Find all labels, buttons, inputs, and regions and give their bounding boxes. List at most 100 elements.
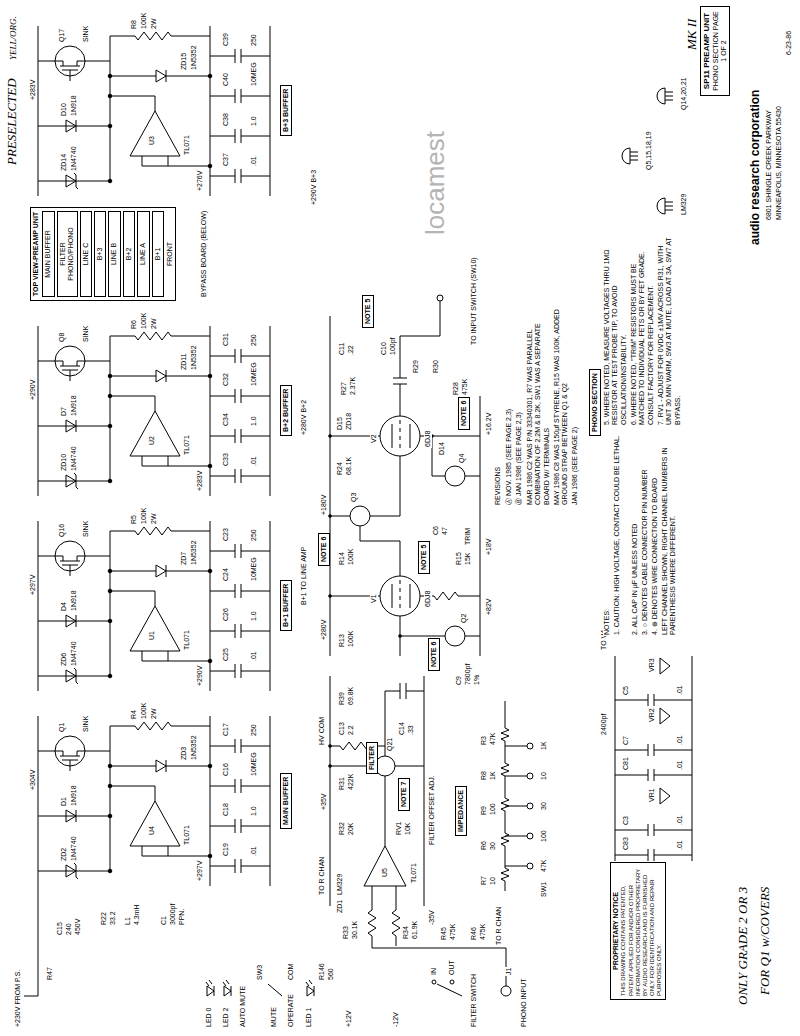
component-label: 1N4740 — [70, 145, 78, 172]
schematic-label: HV COM — [318, 716, 326, 746]
note-text: 4. ⊕ DENOTES WIRE CONNECTION TO BOARD — [651, 434, 659, 636]
schematic-label: R24 — [336, 461, 344, 476]
component-label: Q16 — [58, 523, 66, 538]
title-text: MK II — [684, 18, 700, 51]
component-label: C23 — [222, 527, 230, 542]
layout-cell: B+2 — [123, 211, 135, 297]
component-label: SINK — [82, 715, 90, 733]
component-label: .01 — [250, 845, 258, 857]
schematic-label: PHONO INPUT — [520, 977, 528, 1028]
component-label: C39 — [222, 32, 230, 47]
schematic-label: R8 — [480, 770, 488, 781]
component-label: 2W — [150, 18, 158, 31]
layout-cell: LINE C — [80, 211, 92, 297]
schematic-label: 2.2 — [347, 724, 355, 736]
box-heading: LINE B — [110, 215, 118, 293]
title-text: 6-23-86 — [785, 30, 793, 56]
component-label: U4 — [148, 825, 156, 836]
box-body: THIS DRAWING CONTAINS PATENTED, PATENT A… — [620, 866, 663, 996]
company-name: audio research corporation — [748, 89, 762, 246]
schematic-label: R47 — [46, 966, 54, 981]
schematic-label: R146 — [318, 962, 326, 981]
box-heading: MAIN BUFFER — [44, 215, 52, 293]
component-label: 100K — [140, 312, 148, 330]
layout-box: TOP VIEW-PREAMP UNITMAIN BUFFERFILTER PH… — [30, 207, 176, 301]
component-label: C34 — [222, 412, 230, 427]
component-label: Q8 — [58, 332, 66, 343]
schematic-label: V1 — [370, 593, 378, 604]
schematic-label: R27 — [340, 381, 348, 396]
note-text: 5. WHERE NOTED, MEASURE VOLTAGES THRU 1M… — [603, 234, 628, 426]
note-flag: NOTE 7 — [398, 778, 410, 811]
schematic-label: R14 — [338, 551, 346, 566]
component-label: C25 — [222, 647, 230, 662]
schematic-label: -35V — [428, 909, 436, 926]
schematic-label: .22 — [347, 344, 355, 356]
box-heading: NOTE 6 — [430, 642, 438, 667]
note-text: 1. CAUTION: HIGH VOLTAGE, CONTACT COULD … — [613, 434, 621, 636]
schematic-label: 61.9K — [411, 920, 419, 940]
component-label: ZD7 — [180, 551, 188, 566]
component-label: +283V — [196, 470, 204, 492]
schematic-label: .01 — [676, 839, 684, 851]
schematic-label: TO INPUT SWITCH (SW10) — [470, 256, 478, 346]
note-text: MAY 1986 C8 WAS 150µf STYRENE, R15 WAS 1… — [553, 304, 570, 506]
component-label: C37 — [222, 152, 230, 167]
component-label: D1 — [60, 796, 68, 807]
schematic-label: FILTER OFFSET ADJ. — [428, 774, 436, 846]
box-heading: B+1 BUFFER — [282, 584, 290, 627]
schematic-label: 10 — [540, 771, 548, 781]
component-label: 1N918 — [70, 394, 78, 417]
component-label: SINK — [82, 25, 90, 43]
watermark: locamest — [420, 130, 451, 236]
schematic-label: 6DJ8 — [424, 590, 432, 608]
component-label: TL071 — [183, 434, 191, 456]
schematic-label: 475K — [479, 923, 487, 941]
component-label: C31 — [222, 332, 230, 347]
schematic-label: C9 — [455, 675, 463, 686]
schematic-label: MUTE — [270, 1006, 278, 1028]
schematic-label: AUTO MUTE — [239, 985, 247, 1028]
schematic-label: 20K — [347, 822, 355, 836]
component-label: C33 — [222, 452, 230, 467]
note-text: NOTES: — [603, 608, 611, 636]
schematic-label: 1K — [540, 740, 548, 751]
schematic-label: R33 — [342, 925, 350, 940]
component-label: .01 — [250, 155, 258, 167]
schematic-label: R3 — [480, 735, 488, 746]
schematic-label: R45 — [440, 926, 448, 941]
note-flag: NOTE 5 — [362, 295, 374, 328]
component-label: C18 — [222, 802, 230, 817]
schematic-label: C10 — [380, 341, 388, 356]
schematic-label: ZD18 — [345, 412, 353, 431]
schematic-label: LED 0 — [205, 1007, 213, 1028]
schematic-label: C5 — [622, 685, 630, 696]
box-heading: FILTER PHONO/PHONO — [59, 215, 76, 293]
note-flag: NOTE 5 — [418, 541, 430, 574]
schematic-label: R31 — [338, 776, 346, 791]
schematic-label: 100K — [347, 630, 355, 648]
component-label: +283V — [29, 79, 37, 101]
schematic-label: R39 — [338, 691, 346, 706]
schematic-label: 10K — [404, 822, 412, 836]
note-text: 3. ○ DENOTES CABLE CONNECTOR PIN NUMBER — [641, 434, 649, 636]
schematic-label: VR3 — [648, 657, 656, 673]
component-label: +297V — [29, 574, 37, 596]
section-label: B+2 BUFFER — [280, 385, 292, 436]
schematic-label: C11 — [338, 342, 346, 356]
schematic-label: R22 — [100, 911, 108, 926]
component-label: 1N4740 — [70, 445, 78, 472]
schematic-label: 3000pf — [169, 903, 177, 926]
schematic-label: ZD1 — [336, 899, 344, 914]
component-label: 1N4740 — [70, 835, 78, 862]
schematic-label: +12V — [345, 1009, 353, 1028]
box-heading: IMPEDANCE — [457, 790, 465, 832]
schematic-label: Q3 — [350, 492, 358, 503]
component-label: R4 — [130, 709, 138, 720]
schematic-label: .01 — [676, 734, 684, 746]
box-heading: MAIN BUFFER — [282, 777, 290, 825]
schematic-label: R32 — [338, 821, 346, 836]
note-text: Ⓑ JAN 1986 (SEE PAGE 2,3) — [515, 304, 523, 506]
